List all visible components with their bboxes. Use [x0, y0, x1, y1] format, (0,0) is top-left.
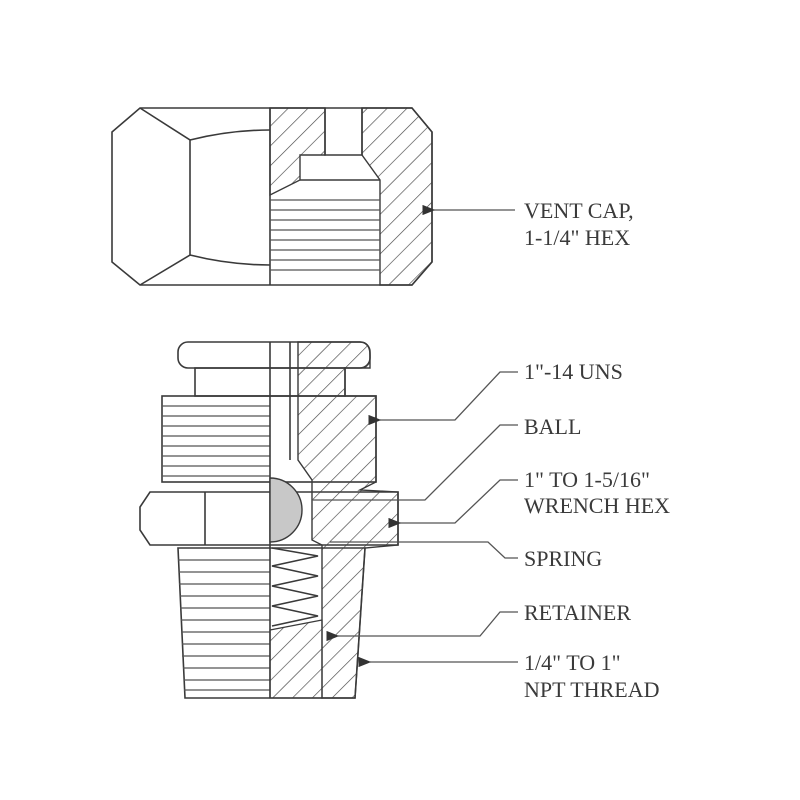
label-retainer: RETAINER [524, 600, 631, 625]
label-uns-thread: 1"-14 UNS [524, 359, 623, 384]
spring [271, 547, 319, 627]
label-npt-thread-1: 1/4" TO 1" [524, 650, 621, 675]
vent-cap [111, 107, 433, 286]
label-vent-cap-2: 1-1/4" HEX [524, 225, 630, 250]
npt-thread-lines [178, 559, 270, 691]
leader-lines [312, 204, 518, 668]
label-wrench-hex-1: 1" TO 1-5/16" [524, 467, 650, 492]
label-spring: SPRING [524, 546, 602, 571]
retainer [269, 619, 323, 699]
label-vent-cap-1: VENT CAP, [524, 198, 634, 223]
label-ball: BALL [524, 414, 581, 439]
valve-body [139, 341, 399, 699]
label-npt-thread-2: NPT THREAD [524, 677, 659, 702]
vent-cap-internal-thread [270, 199, 380, 271]
label-wrench-hex-2: WRENCH HEX [524, 493, 670, 518]
uns-thread-lines [162, 405, 270, 477]
ball [269, 477, 303, 543]
callout-labels: VENT CAP, 1-1/4" HEX 1"-14 UNS BALL 1" T… [524, 198, 670, 702]
